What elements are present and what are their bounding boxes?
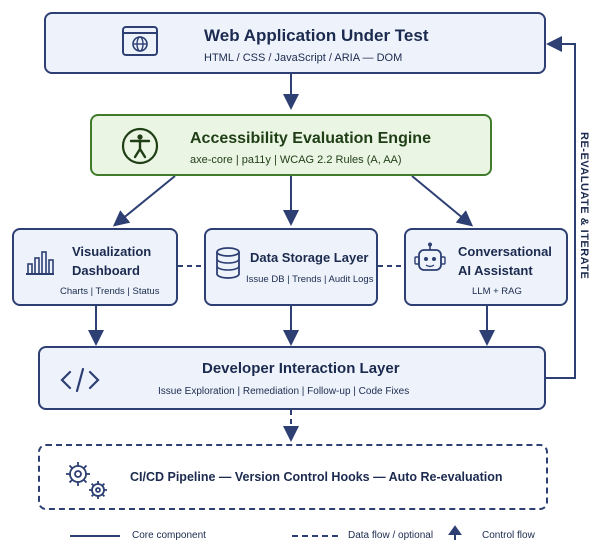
dashboard-subtitle: Charts | Trends | Status <box>60 286 160 297</box>
assistant-title-line2: AI Assistant <box>458 263 533 278</box>
legend-core-label: Core component <box>132 530 206 541</box>
robot-icon <box>414 242 446 281</box>
storage-box: Data Storage Layer Issue DB | Trends | A… <box>204 228 378 306</box>
web-app-subtitle: HTML / CSS / JavaScript / ARIA — DOM <box>204 52 403 64</box>
cicd-title: CI/CD Pipeline — Version Control Hooks —… <box>130 470 503 484</box>
web-app-title: Web Application Under Test <box>204 26 429 45</box>
legend-control-arrow <box>448 525 462 540</box>
arrow-engine-to-assistant <box>411 175 474 227</box>
developer-subtitle: Issue Exploration | Remediation | Follow… <box>158 386 410 397</box>
legend-control-label: Control flow <box>482 530 535 541</box>
arrow-engine-to-dashboard <box>112 175 176 227</box>
dashboard-box: Visualization Dashboard Charts | Trends … <box>12 228 178 306</box>
developer-title: Developer Interaction Layer <box>202 360 400 377</box>
dashboard-title-line1: Visualization <box>72 244 152 259</box>
code-icon <box>60 366 100 399</box>
gears-icon <box>60 458 112 507</box>
feedback-label: RE-EVALUATE & ITERATE <box>578 132 590 280</box>
engine-title: Accessibility Evaluation Engine <box>190 130 431 147</box>
engine-box: Accessibility Evaluation Engine axe-core… <box>90 114 492 176</box>
legend-dataflow-label: Data flow / optional <box>348 530 434 541</box>
assistant-title-line1: Conversational <box>458 244 552 259</box>
bar-chart-icon <box>24 246 56 281</box>
developer-box: Developer Interaction Layer Issue Explor… <box>38 346 546 410</box>
accessibility-icon <box>120 126 160 171</box>
dashboard-title-line2: Dashboard <box>72 263 140 278</box>
engine-subtitle: axe-core | pa11y | WCAG 2.2 Rules (A, AA… <box>190 154 402 166</box>
web-app-box: Web Application Under Test HTML / CSS / … <box>44 12 546 74</box>
globe-icon <box>122 26 158 61</box>
cicd-box: CI/CD Pipeline — Version Control Hooks —… <box>38 444 548 510</box>
assistant-subtitle: LLM + RAG <box>472 286 522 297</box>
feedback-loop-arrow <box>546 36 576 379</box>
assistant-box: Conversational AI Assistant LLM + RAG <box>404 228 568 306</box>
storage-subtitle: Issue DB | Trends | Audit Logs <box>246 274 374 285</box>
database-icon <box>214 246 242 285</box>
storage-title: Data Storage Layer <box>250 250 369 265</box>
